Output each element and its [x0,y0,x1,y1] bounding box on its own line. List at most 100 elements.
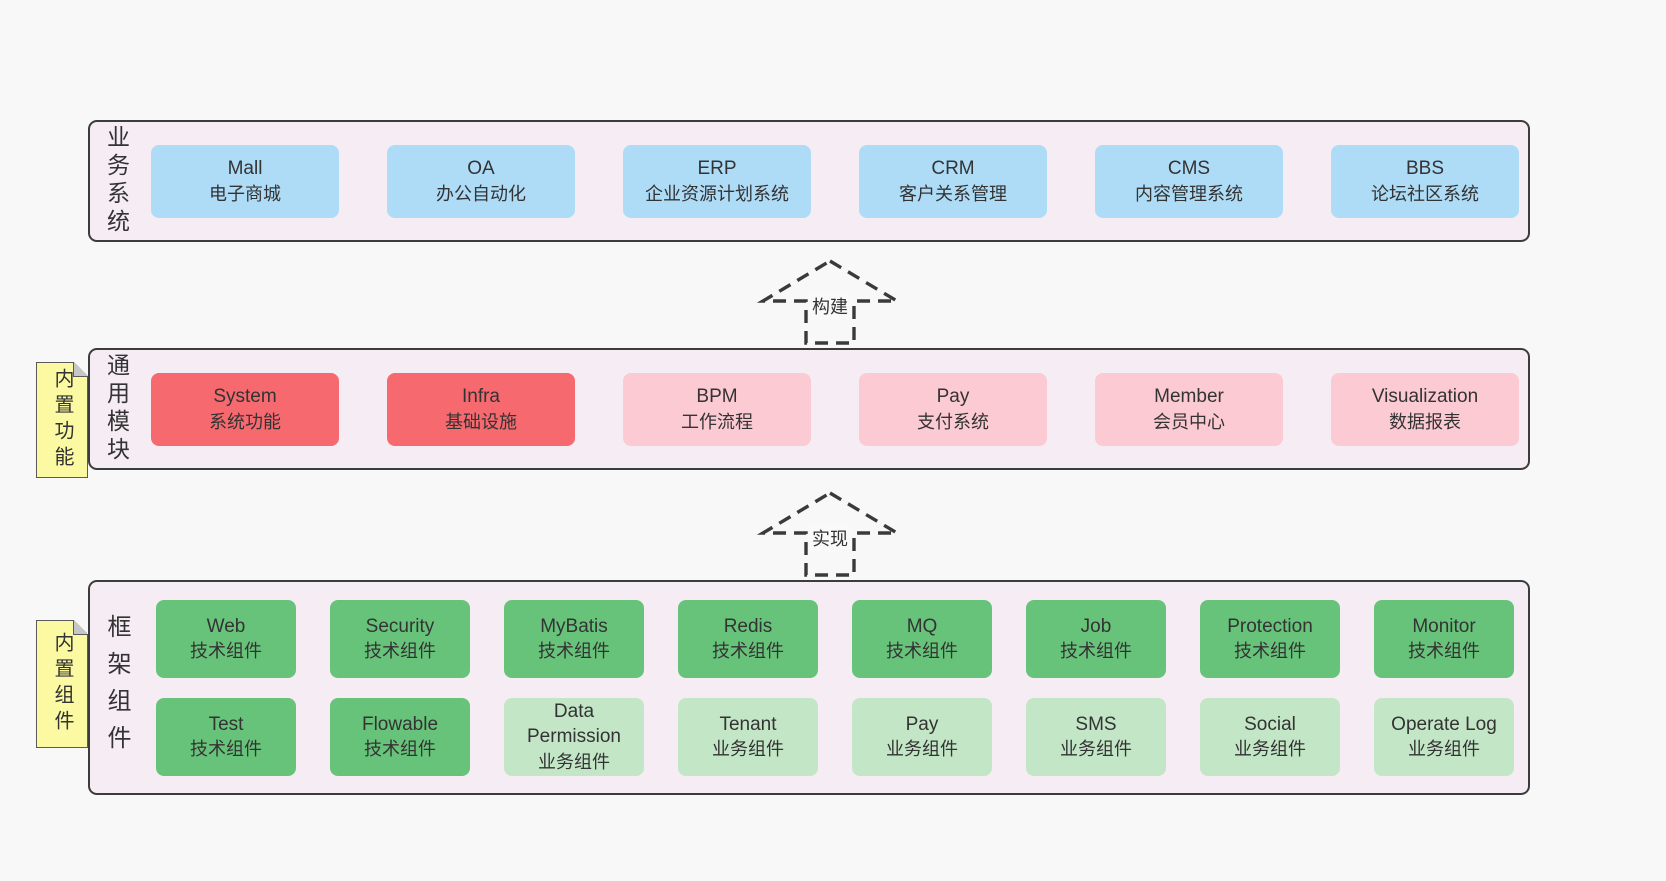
layer-framework-components: 框架组件 Web 技术组件 Security 技术组件 MyBatis 技术组件… [88,580,1530,795]
box-data-permission: Data Permission 业务组件 [504,697,644,776]
sticky-note-label: 内置功能 [51,368,73,472]
box-title: Tenant [719,713,777,735]
box-cms: CMS 内容管理系统 [1095,144,1283,218]
box-title: Job [1080,615,1112,637]
box-flowable: Flowable 技术组件 [330,697,470,776]
box-title: ERP [697,158,737,180]
box-title: BPM [696,386,738,408]
box-subtitle: 技术组件 [1408,641,1480,662]
box-web: Web 技术组件 [156,599,296,678]
layer-label-text: 通用模块 [103,353,130,465]
box-title: Operate Log [1391,713,1497,735]
box-crm: CRM 客户关系管理 [859,144,1047,218]
box-operate-log: Operate Log 业务组件 [1374,697,1514,776]
box-subtitle: 论坛社区系统 [1371,183,1479,204]
box-title: Pay [936,386,970,408]
box-subtitle: 技术组件 [886,641,958,662]
box-title: MyBatis [540,615,608,637]
box-security: Security 技术组件 [330,599,470,678]
box-title: Redis [723,615,773,637]
box-subtitle: 业务组件 [538,752,610,772]
box-title: System [213,386,277,408]
box-subtitle: 技术组件 [364,641,436,662]
box-title: MQ [906,615,938,637]
layer-label-text: 业务系统 [103,125,130,237]
box-subtitle: 数据报表 [1389,411,1461,432]
box-mq: MQ 技术组件 [852,599,992,678]
box-sms: SMS 业务组件 [1026,697,1166,776]
business-components-row: Test 技术组件 Flowable 技术组件 Data Permission … [142,697,1528,776]
implement-arrow: 实现 [755,488,905,578]
box-subtitle: 技术组件 [190,641,262,662]
sticky-note-label: 内置组件 [51,632,73,736]
box-subtitle: 支付系统 [917,411,989,432]
box-title: Pay [905,713,939,735]
folded-corner-icon [73,362,88,377]
box-title: CRM [931,158,975,180]
box-subtitle: 业务组件 [1234,739,1306,760]
business-system-boxes: Mall 电子商城 OA 办公自动化 ERP 企业资源计划系统 CRM 客户关系… [142,144,1528,218]
layer-label-text: 框架组件 [103,613,130,762]
layer-label-common-modules: 通用模块 [90,353,142,465]
box-subtitle: 企业资源计划系统 [645,183,789,204]
layer-label-business-systems: 业务系统 [90,125,142,237]
arrow-label-text: 构建 [809,292,851,320]
common-module-boxes: System 系统功能 Infra 基础设施 BPM 工作流程 Pay 支付系统… [142,372,1528,446]
box-title: Mall [227,158,263,180]
box-title: Visualization [1371,386,1479,408]
box-title: Infra [461,386,501,408]
box-subtitle: 技术组件 [364,739,436,760]
box-system: System 系统功能 [151,372,339,446]
box-pay-system: Pay 支付系统 [859,372,1047,446]
arrow-label: 构建 [755,292,905,320]
technical-components-row: Web 技术组件 Security 技术组件 MyBatis 技术组件 Redi… [142,599,1528,678]
box-subtitle: 技术组件 [1234,641,1306,662]
box-subtitle: 内容管理系统 [1135,183,1243,204]
box-erp: ERP 企业资源计划系统 [623,144,811,218]
box-title: Protection [1227,615,1313,637]
box-subtitle: 会员中心 [1153,411,1225,432]
box-subtitle: 基础设施 [445,411,517,432]
framework-component-boxes: Web 技术组件 Security 技术组件 MyBatis 技术组件 Redi… [142,599,1528,776]
box-title: BBS [1405,158,1445,180]
box-subtitle: 技术组件 [190,739,262,760]
box-subtitle: 工作流程 [681,411,753,432]
box-job: Job 技术组件 [1026,599,1166,678]
box-title: Monitor [1412,615,1476,637]
box-title: Security [365,615,435,637]
arrow-label: 实现 [755,524,905,552]
box-title: SMS [1075,713,1117,735]
box-bbs: BBS 论坛社区系统 [1331,144,1519,218]
box-subtitle: 业务组件 [1408,739,1480,760]
box-subtitle: 客户关系管理 [899,183,1007,204]
box-subtitle: 办公自动化 [436,183,526,204]
box-mall: Mall 电子商城 [151,144,339,218]
box-pay-component: Pay 业务组件 [852,697,992,776]
layer-business-systems: 业务系统 Mall 电子商城 OA 办公自动化 ERP 企业资源计划系统 CRM… [88,120,1530,242]
box-subtitle: 技术组件 [712,641,784,662]
dashed-up-arrow-icon [756,259,904,345]
sticky-note-built-in-features: 内置功能 [36,362,88,478]
box-title: Social [1244,713,1296,735]
box-social: Social 业务组件 [1200,697,1340,776]
box-title: Data Permission [527,700,621,748]
box-title: OA [467,158,495,180]
box-oa: OA 办公自动化 [387,144,575,218]
box-title: CMS [1167,158,1211,180]
arrow-label-text: 实现 [809,524,851,552]
box-infra: Infra 基础设施 [387,372,575,446]
box-protection: Protection 技术组件 [1200,599,1340,678]
box-monitor: Monitor 技术组件 [1374,599,1514,678]
box-title: Web [206,615,246,637]
box-visualization: Visualization 数据报表 [1331,372,1519,446]
box-test: Test 技术组件 [156,697,296,776]
box-bpm: BPM 工作流程 [623,372,811,446]
folded-corner-icon [73,620,88,635]
box-title: Test [208,713,244,735]
dashed-up-arrow-icon [756,491,904,577]
box-subtitle: 业务组件 [1060,739,1132,760]
box-member: Member 会员中心 [1095,372,1283,446]
box-subtitle: 技术组件 [538,641,610,662]
box-subtitle: 业务组件 [712,739,784,760]
